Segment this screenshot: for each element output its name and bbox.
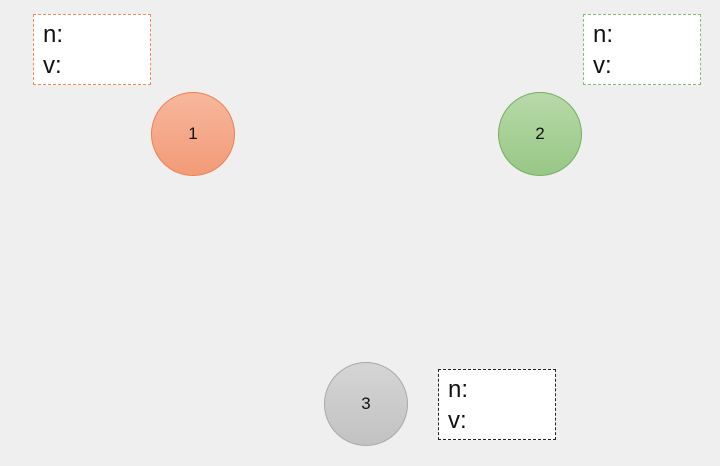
node-1[interactable]: 1 <box>151 92 235 176</box>
node-3[interactable]: 3 <box>324 362 408 446</box>
node-3-info-box: n: v: <box>438 369 556 440</box>
node-1-label: 1 <box>188 124 198 143</box>
node-3-n-label: n: <box>448 376 469 403</box>
node-3-label: 3 <box>361 394 371 413</box>
node-2-label: 2 <box>535 124 545 143</box>
node-3-v-label: v: <box>448 407 467 434</box>
node-1-v-label: v: <box>43 52 62 79</box>
node-2-v-label: v: <box>593 52 612 79</box>
node-1-info-box: n: v: <box>33 14 151 85</box>
node-2-info-box: n: v: <box>583 14 701 85</box>
node-1-n-label: n: <box>43 21 64 48</box>
node-2-n-label: n: <box>593 21 614 48</box>
node-2[interactable]: 2 <box>498 92 582 176</box>
